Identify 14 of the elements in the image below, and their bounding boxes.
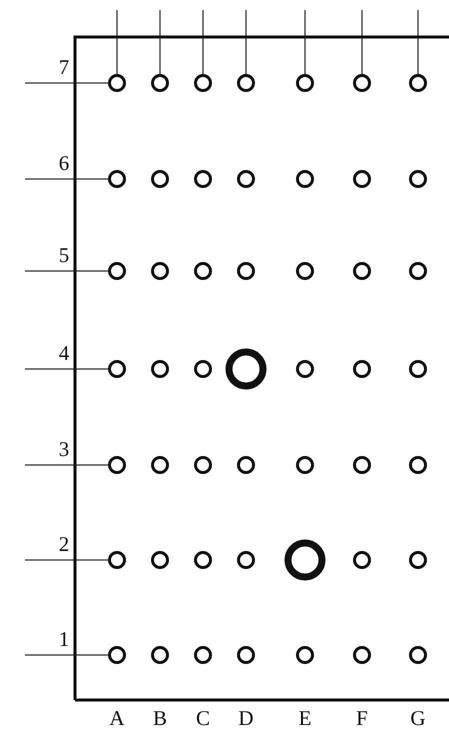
row-number: 4 [58, 342, 70, 364]
column-letter: A [108, 707, 126, 729]
row-number: 5 [58, 244, 70, 266]
column-letter: G [409, 707, 427, 729]
row-number: 2 [58, 533, 70, 555]
column-letter: C [194, 707, 211, 729]
column-letter: D [237, 707, 255, 729]
column-letter: F [355, 707, 369, 729]
row-number: 1 [58, 628, 70, 650]
column-letter: B [152, 707, 168, 729]
column-letter: E [298, 707, 312, 729]
row-number: 3 [58, 438, 70, 460]
row-number: 7 [58, 56, 70, 78]
row-number: 6 [58, 152, 70, 174]
